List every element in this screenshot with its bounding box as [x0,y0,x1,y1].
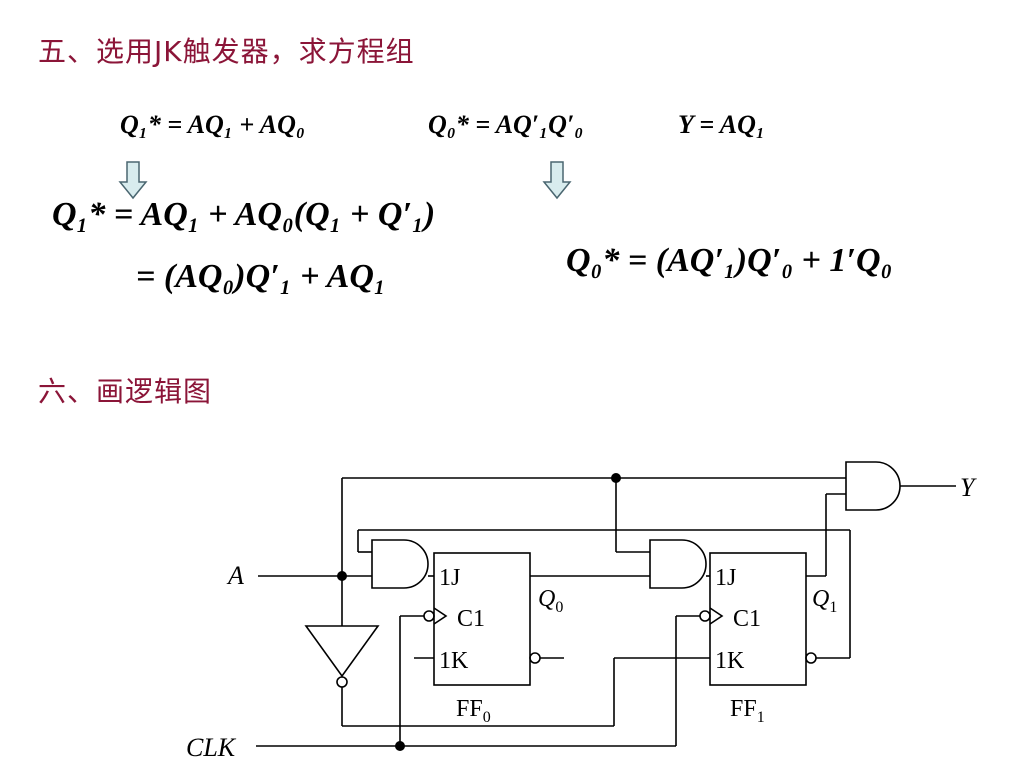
section-5-heading: 五、选用JK触发器，求方程组 [38,35,415,68]
ff1-k-label: 1K [715,648,745,674]
ff1-name-label: FF1 [730,696,765,726]
input-a-label: A [226,561,244,590]
ff0-j-label: 1J [439,565,460,591]
q1-expanded-line1: Q₁* = AQ₁ + AQ₀(Q₁ + Q′₁) [52,196,436,233]
and-gate-ff1 [649,539,707,589]
q0-expanded: Q₀* = (AQ′₁)Q′₀ + 1′Q₀ [566,242,893,279]
input-clk-label: CLK [186,733,237,762]
ff0-box [433,552,531,686]
q0-state-equation: Q₀* = AQ′₁Q′₀ [428,110,584,139]
down-arrow-icon [118,161,148,200]
q1-state-equation: Q₁* = AQ₁ + AQ₀ [120,110,305,139]
ff1-q-label: Q1 [812,586,837,616]
ff0-k-label: 1K [439,648,469,674]
down-arrow-icon [542,161,572,200]
output-equation: Y = AQ₁ [678,110,765,139]
section-6-heading: 六、画逻辑图 [38,375,213,408]
and-gate-ff0 [371,539,429,589]
ff0-q-label: Q0 [538,586,563,616]
ff1-c-label: C1 [733,606,761,632]
output-y-label: Y [960,473,977,502]
ff1-j-label: 1J [715,565,736,591]
q1-expanded-line2: = (AQ₀)Q′₁ + AQ₁ [136,258,386,295]
ff0-name-label: FF0 [456,696,491,726]
ff0-c-label: C1 [457,606,485,632]
inverter-gate [304,625,380,678]
and-gate-output [845,461,901,511]
ff1-box [709,552,807,686]
